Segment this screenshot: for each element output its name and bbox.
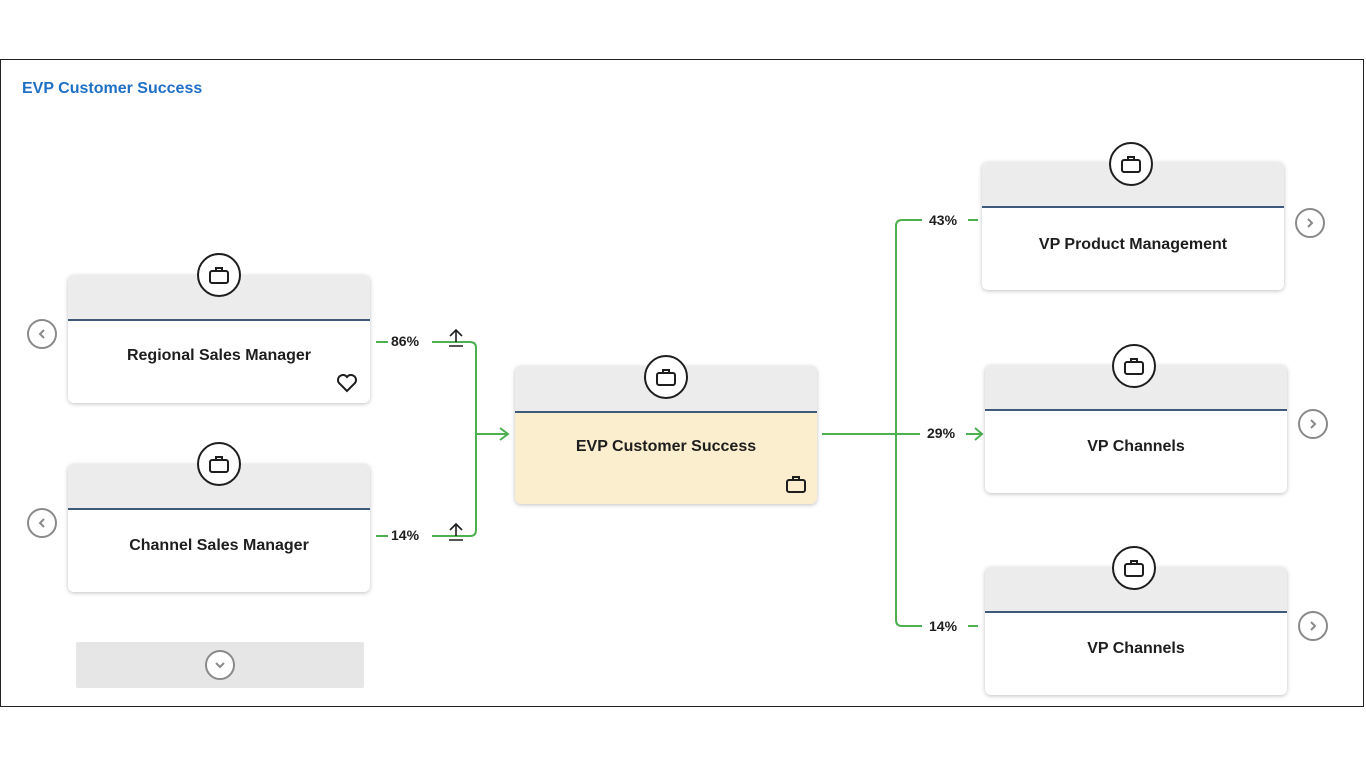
node-card-vp-product-management[interactable]: VP Product Management [982,142,1284,290]
show-more-button[interactable] [76,642,364,688]
node-title: VP Product Management [1038,236,1228,253]
percent-label: 86% [388,333,423,349]
node-title: VP Channels [1087,640,1185,657]
node-title: VP Channels [1087,438,1185,455]
expand-right-button[interactable] [1295,208,1325,238]
percent-label: 43% [926,212,961,228]
node-title: EVP Customer Success [575,438,757,455]
heart-icon[interactable] [336,373,358,398]
node-title: Regional Sales Manager [126,347,312,364]
chevron-down-icon[interactable] [205,650,235,680]
percent-label: 14% [388,527,423,543]
briefcase-icon [785,474,807,499]
expand-right-button[interactable] [1298,611,1328,641]
briefcase-avatar-icon [644,355,688,399]
expand-left-button[interactable] [27,319,57,349]
node-title: Channel Sales Manager [129,537,309,554]
node-card-channel-sales-manager[interactable]: Channel Sales Manager [68,442,370,592]
briefcase-avatar-icon [1112,546,1156,590]
briefcase-avatar-icon [1109,142,1153,186]
percent-label: 14% [926,618,961,634]
briefcase-avatar-icon [1112,344,1156,388]
percent-label: 29% [924,425,959,441]
expand-right-button[interactable] [1298,409,1328,439]
node-card-regional-sales-manager[interactable]: Regional Sales Manager [68,253,370,403]
node-card-focus[interactable]: EVP Customer Success [515,355,817,504]
expand-left-button[interactable] [27,508,57,538]
breadcrumb[interactable]: EVP Customer Success [22,80,203,97]
node-card-vp-channels[interactable]: VP Channels [985,344,1287,493]
briefcase-avatar-icon [197,442,241,486]
node-card-vp-channels[interactable]: VP Channels [985,546,1287,695]
briefcase-avatar-icon [197,253,241,297]
